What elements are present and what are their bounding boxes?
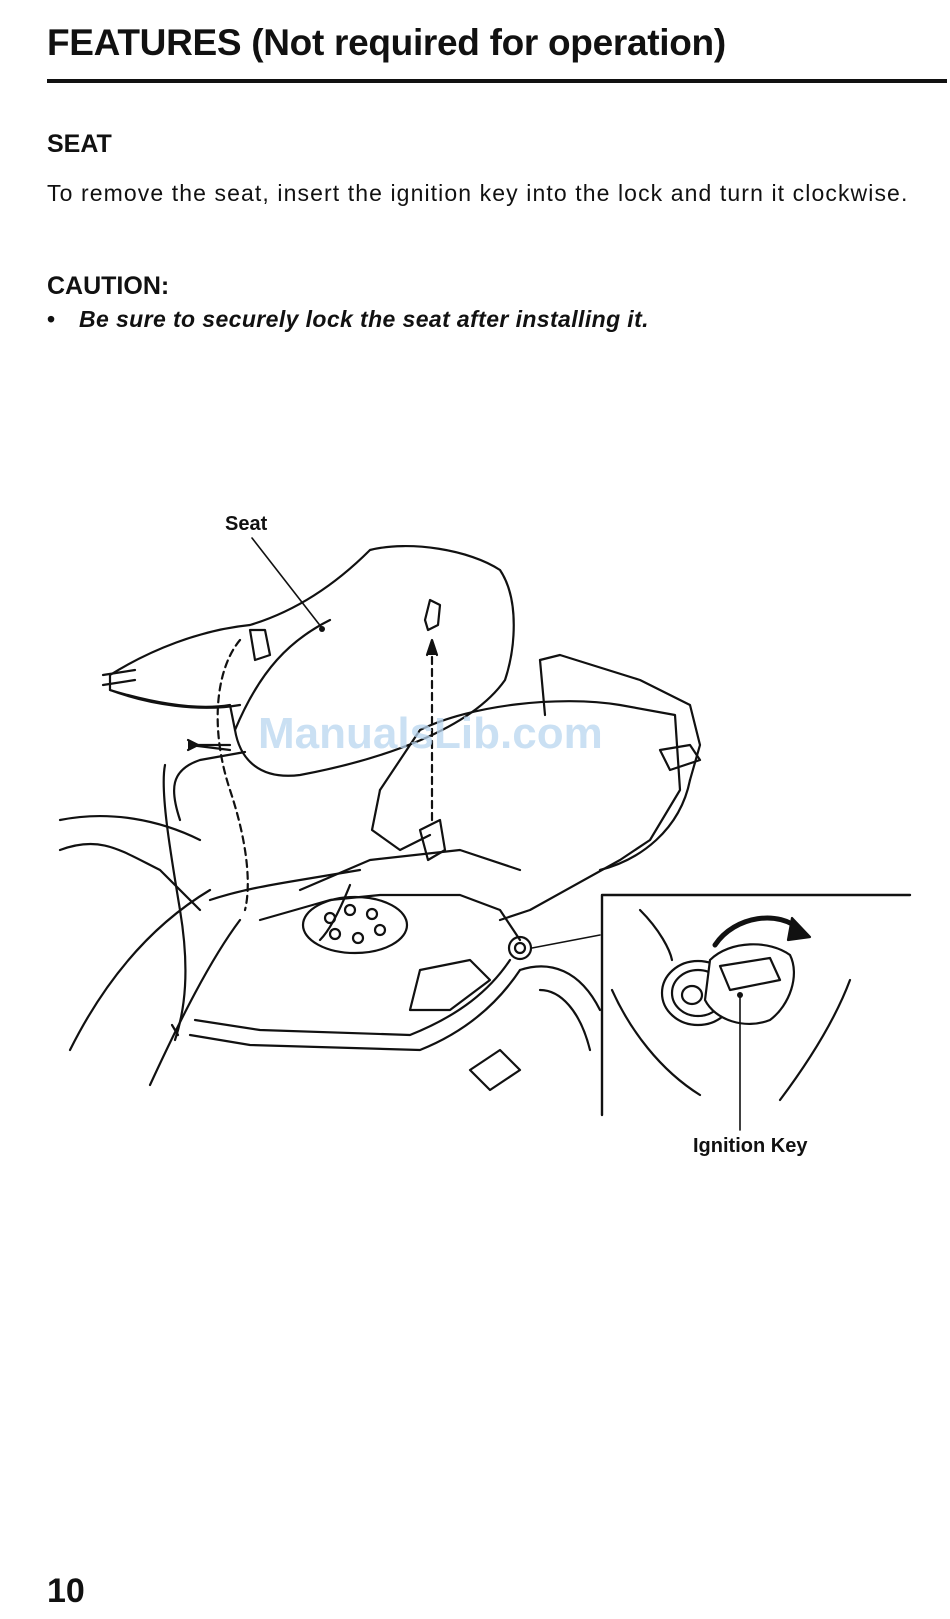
page-title: FEATURES (Not required for operation) xyxy=(47,22,726,64)
seat-leader-line xyxy=(252,538,322,628)
caution-list: •Be sure to securely lock the seat after… xyxy=(47,306,649,333)
section-body-text: To remove the seat, insert the ignition … xyxy=(47,177,937,210)
alignment-arrows xyxy=(172,640,437,1035)
section-heading: SEAT xyxy=(47,130,112,159)
caution-heading: CAUTION: xyxy=(47,272,169,301)
title-rule xyxy=(47,79,947,83)
watermark-text: ManualsLib.com xyxy=(258,709,603,758)
caution-item-text: Be sure to securely lock the seat after … xyxy=(79,306,649,332)
bullet-icon: • xyxy=(47,306,79,333)
ignition-key-label: Ignition Key xyxy=(693,1135,808,1157)
page-number: 10 xyxy=(47,1572,85,1611)
seat-removal-illustration: ManualsLib.com Seat Ignition Key xyxy=(0,490,950,1190)
seat-label: Seat xyxy=(225,513,268,535)
ignition-key-inset xyxy=(532,895,910,1130)
caution-item: •Be sure to securely lock the seat after… xyxy=(47,306,649,333)
